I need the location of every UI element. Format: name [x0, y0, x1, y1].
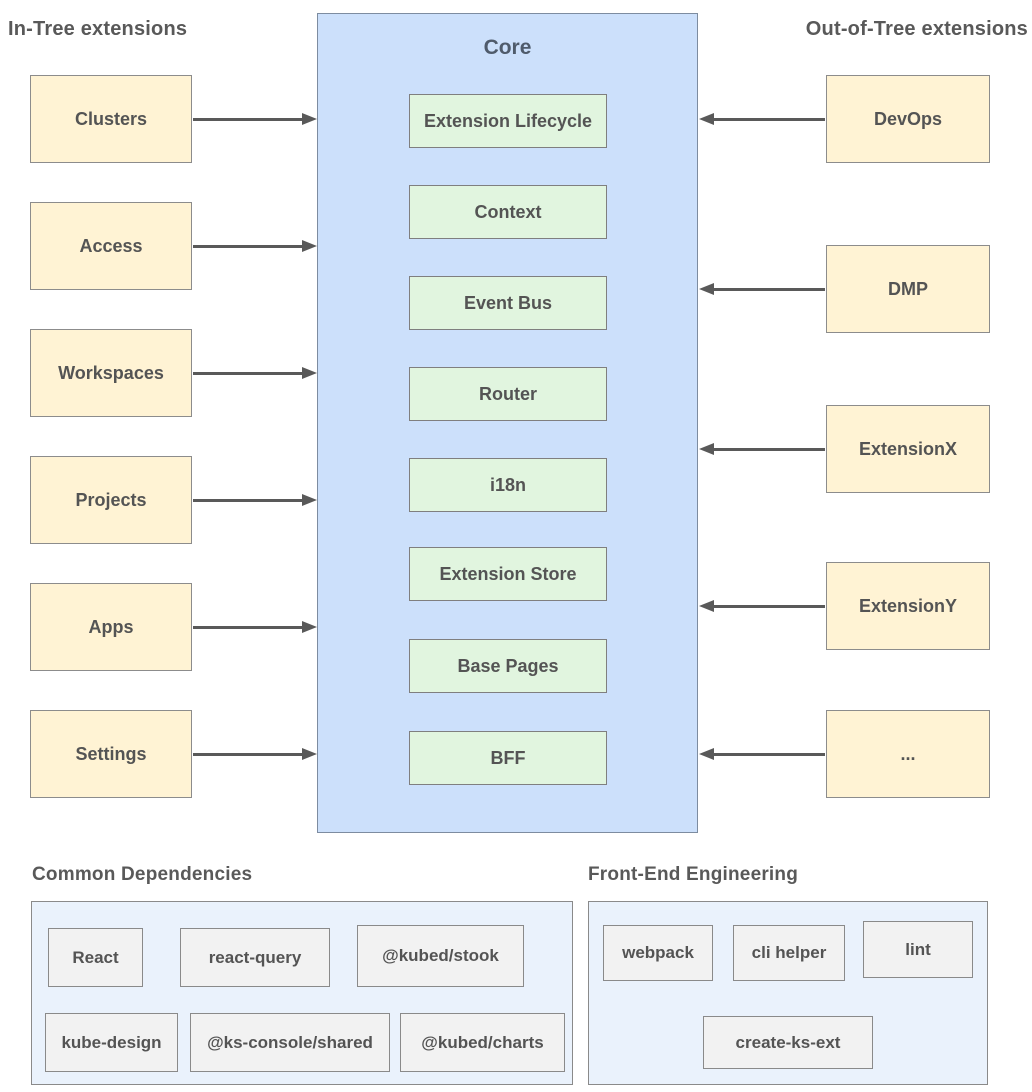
core-module-label: Event Bus [463, 292, 553, 313]
core-module-base-pages: Base Pages [409, 639, 607, 693]
tool-chip-cli-helper: cli helper [733, 925, 845, 981]
chip-label: @kubed/charts [421, 1032, 544, 1052]
node-label: Settings [75, 743, 147, 764]
out-of-tree-box-dmp: DMP [826, 245, 990, 333]
node-label: Access [79, 235, 143, 256]
node-label: ExtensionY [858, 595, 958, 616]
node-label: DevOps [873, 108, 943, 129]
node-label: Projects [75, 489, 147, 510]
in-tree-box-clusters: Clusters [30, 75, 192, 163]
common-dependencies-header: Common Dependencies [32, 864, 253, 885]
chip-label: cli helper [751, 943, 827, 962]
arrow-projects-to-core [193, 494, 317, 507]
core-module-label: Context [474, 201, 542, 222]
node-label: DMP [888, 278, 928, 299]
core-container: Core Extension Lifecycle Context Event B… [317, 13, 698, 833]
dependency-chip-react: React [48, 928, 143, 987]
in-tree-box-workspaces: Workspaces [30, 329, 192, 417]
core-title: Core [483, 36, 532, 59]
in-tree-box-access: Access [30, 202, 192, 290]
in-tree-box-settings: Settings [30, 710, 192, 798]
chip-label: @kubed/stook [382, 946, 499, 965]
in-tree-box-projects: Projects [30, 456, 192, 544]
in-tree-box-apps: Apps [30, 583, 192, 671]
dependency-chip-kubed-stook: @kubed/stook [357, 925, 524, 987]
front-end-engineering-header: Front-End Engineering [588, 864, 799, 885]
tool-chip-lint: lint [863, 921, 973, 978]
arrow-apps-to-core [193, 621, 317, 634]
core-module-i18n: i18n [409, 458, 607, 512]
core-module-router: Router [409, 367, 607, 421]
tool-chip-create-ks-ext: create-ks-ext [703, 1016, 873, 1069]
core-module-label: BFF [490, 747, 526, 768]
chip-label: webpack [622, 943, 694, 962]
arrow-more-to-core [699, 748, 825, 761]
node-label: ... [900, 743, 916, 764]
arrow-access-to-core [193, 240, 317, 253]
in-tree-extensions-header: In-Tree extensions [8, 18, 188, 40]
core-module-extension-lifecycle: Extension Lifecycle [409, 94, 607, 148]
out-of-tree-box-devops: DevOps [826, 75, 990, 163]
node-label: Apps [88, 616, 134, 637]
core-module-label: i18n [489, 474, 527, 495]
out-of-tree-box-extensionx: ExtensionX [826, 405, 990, 493]
out-of-tree-box-extensiony: ExtensionY [826, 562, 990, 650]
core-module-extension-store: Extension Store [409, 547, 607, 601]
chip-label: @ks-console/shared [207, 1032, 373, 1052]
out-of-tree-extensions-header: Out-of-Tree extensions [805, 18, 1028, 40]
core-module-context: Context [409, 185, 607, 239]
core-module-event-bus: Event Bus [409, 276, 607, 330]
arrow-workspaces-to-core [193, 367, 317, 380]
chip-label: kube-design [61, 1032, 162, 1052]
node-label: Clusters [74, 108, 148, 129]
chip-label: React [72, 947, 119, 967]
node-label: Workspaces [58, 362, 164, 383]
dependency-chip-kube-design: kube-design [45, 1013, 178, 1072]
core-module-label: Router [479, 383, 537, 404]
arrow-devops-to-core [699, 113, 825, 126]
dependency-chip-ks-console-shared: @ks-console/shared [190, 1013, 390, 1072]
dependency-chip-react-query: react-query [180, 928, 330, 987]
arrow-extensiony-to-core [699, 600, 825, 613]
arrow-dmp-to-core [699, 283, 825, 296]
arrow-clusters-to-core [193, 113, 317, 126]
arrow-settings-to-core [193, 748, 317, 761]
chip-label: react-query [208, 947, 302, 967]
core-module-label: Base Pages [457, 655, 559, 676]
chip-label: lint [905, 939, 931, 959]
dependency-chip-kubed-charts: @kubed/charts [400, 1013, 565, 1072]
out-of-tree-box-more: ... [826, 710, 990, 798]
core-module-bff: BFF [409, 731, 607, 785]
core-module-label: Extension Lifecycle [423, 110, 593, 131]
node-label: ExtensionX [858, 438, 958, 459]
core-module-label: Extension Store [439, 563, 577, 584]
tool-chip-webpack: webpack [603, 925, 713, 981]
chip-label: create-ks-ext [735, 1032, 841, 1052]
arrow-extensionx-to-core [699, 443, 825, 456]
